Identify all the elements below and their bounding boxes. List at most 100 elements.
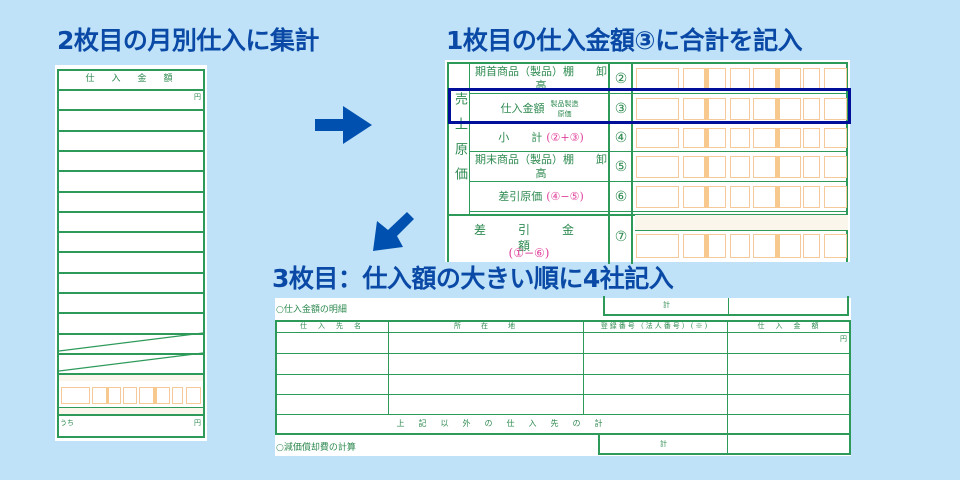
- spacer: [59, 373, 203, 381]
- digit-box: [824, 186, 847, 208]
- row-label: 差引原価(④−⑤): [475, 182, 607, 212]
- row-number: ⑥: [614, 189, 628, 205]
- digit-box: [824, 156, 847, 178]
- row-label-text: 差引原価: [498, 190, 543, 203]
- digit-box: [803, 128, 820, 148]
- comma-separator: [775, 234, 780, 258]
- digit-box: [824, 234, 847, 258]
- row-line: [59, 271, 203, 274]
- amount-digits-④[interactable]: [636, 128, 847, 148]
- digit-box: [730, 234, 750, 258]
- supplier-row[interactable]: [277, 334, 849, 352]
- divider: [727, 435, 728, 455]
- amount-digits-⑦[interactable]: [636, 234, 847, 258]
- comma-separator: [106, 387, 110, 404]
- uchi-label: うち: [60, 419, 74, 427]
- digit-box: [730, 128, 750, 148]
- detail-table: [275, 320, 851, 435]
- section-title: ○仕入金額の明細: [276, 305, 347, 315]
- digit-box: [730, 186, 750, 208]
- digit-box: [824, 68, 847, 90]
- row-②: [470, 64, 848, 94]
- unit-label-2: 円: [194, 419, 201, 427]
- amount-digits-⑤[interactable]: [636, 156, 847, 178]
- monthly-total-digits[interactable]: [61, 387, 201, 404]
- diff-formula: (①−⑥): [508, 246, 550, 260]
- row-formula: (②+③): [546, 131, 584, 144]
- digit-box: [803, 234, 820, 258]
- row-line: [59, 251, 203, 254]
- amount-digits-③[interactable]: [636, 98, 847, 120]
- row-number: ②: [614, 71, 628, 87]
- row-line: [59, 231, 203, 234]
- row-line: [59, 210, 203, 213]
- supplier-row[interactable]: [277, 355, 849, 373]
- monthly-header: 仕 入 金 額: [85, 74, 177, 84]
- supplier-row[interactable]: [277, 396, 849, 414]
- digit-box: [803, 186, 820, 208]
- comma-separator: [704, 98, 709, 120]
- row-line: [275, 394, 851, 395]
- strike-lines: [59, 332, 203, 372]
- row-label-text: 小 計: [498, 131, 543, 144]
- row-line: [275, 332, 851, 333]
- row-label: 仕入金額製品製造原価: [475, 94, 607, 124]
- top-total-label: 計: [663, 301, 670, 309]
- row-line: [275, 374, 851, 375]
- amount-digits-⑥[interactable]: [636, 186, 847, 208]
- row-number: ③: [614, 101, 628, 117]
- monthly-purchase-form: 仕 入 金 額円うち円: [55, 65, 207, 441]
- column-header: 登録番号（法人番号）(※): [600, 322, 710, 330]
- digit-box: [636, 98, 679, 120]
- arrow-down-left-icon: [373, 212, 414, 251]
- row-line: [59, 89, 203, 91]
- row-line: [59, 129, 203, 132]
- divider: [728, 298, 729, 316]
- next-section-title: ○減価償却費の計算: [276, 443, 356, 453]
- row-label: 期末商品（製品）棚 卸 高: [475, 152, 629, 182]
- row-line: [59, 190, 203, 193]
- row-line: [59, 312, 203, 315]
- digit-box: [636, 234, 679, 258]
- row-label: 小 計(②+③): [475, 124, 607, 152]
- digit-box: [636, 128, 679, 148]
- top-total-box: [603, 296, 849, 316]
- comma-separator: [775, 186, 780, 208]
- column-line: [388, 320, 389, 415]
- row-number: ④: [614, 130, 628, 146]
- comma-separator: [775, 98, 780, 120]
- row-sublabel: 製品製造原価: [550, 100, 579, 118]
- digit-box: [730, 156, 750, 178]
- digit-box: [730, 68, 750, 90]
- row-label-text: 期末商品（製品）棚 卸 高: [475, 153, 629, 180]
- amount-digits-②[interactable]: [636, 68, 847, 90]
- digit-box: [636, 68, 679, 90]
- step1-title: 1枚目の仕入金額③に合計を記入: [446, 26, 803, 55]
- row-label-text: 仕入金額: [500, 102, 545, 115]
- digit-box: [803, 98, 820, 120]
- column-header: 仕 入 金 額: [757, 322, 821, 330]
- comma-separator: [704, 156, 709, 178]
- row-number: ⑤: [614, 159, 628, 175]
- unit-label: 円: [194, 93, 201, 101]
- row-⑥: [470, 182, 848, 212]
- column-line: [583, 320, 584, 415]
- row-line: [59, 332, 203, 335]
- row-line: [275, 353, 851, 354]
- number-column: [608, 64, 633, 264]
- digit-box: [636, 156, 679, 178]
- digit-box: [824, 98, 847, 120]
- comma-separator: [153, 387, 157, 404]
- digit-box: [824, 128, 847, 148]
- step2-title: 2枚目の月別仕入に集計: [57, 26, 319, 55]
- bottom-total-label: 計: [660, 440, 667, 448]
- column-line: [727, 320, 728, 435]
- bottom-total-box: [598, 433, 851, 455]
- spacer: [59, 407, 203, 416]
- highlight-purchase-row: [448, 88, 851, 124]
- row-④: [470, 124, 848, 152]
- supplier-row[interactable]: [277, 375, 849, 393]
- digit-box: [171, 387, 184, 404]
- step3-title: 3枚目：仕入額の大きい順に4社記入: [272, 264, 674, 293]
